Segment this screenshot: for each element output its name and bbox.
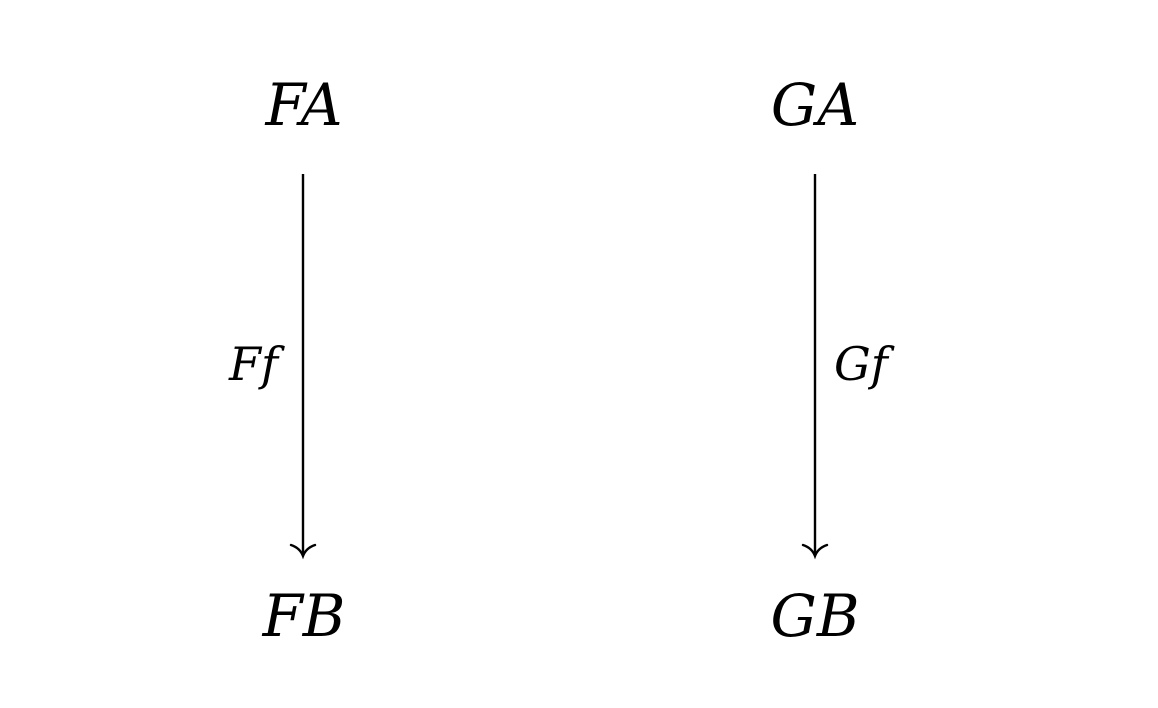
arrow-ff-head <box>289 543 317 560</box>
edge-label-gf: Gf <box>834 337 895 391</box>
node-ga: GA <box>771 71 859 139</box>
node-fa: FA <box>264 71 342 139</box>
edge-label-ff: Ff <box>228 337 285 391</box>
arrow-gf-head <box>801 543 829 560</box>
node-gb: GB <box>771 582 860 650</box>
node-fb: FB <box>262 582 346 650</box>
